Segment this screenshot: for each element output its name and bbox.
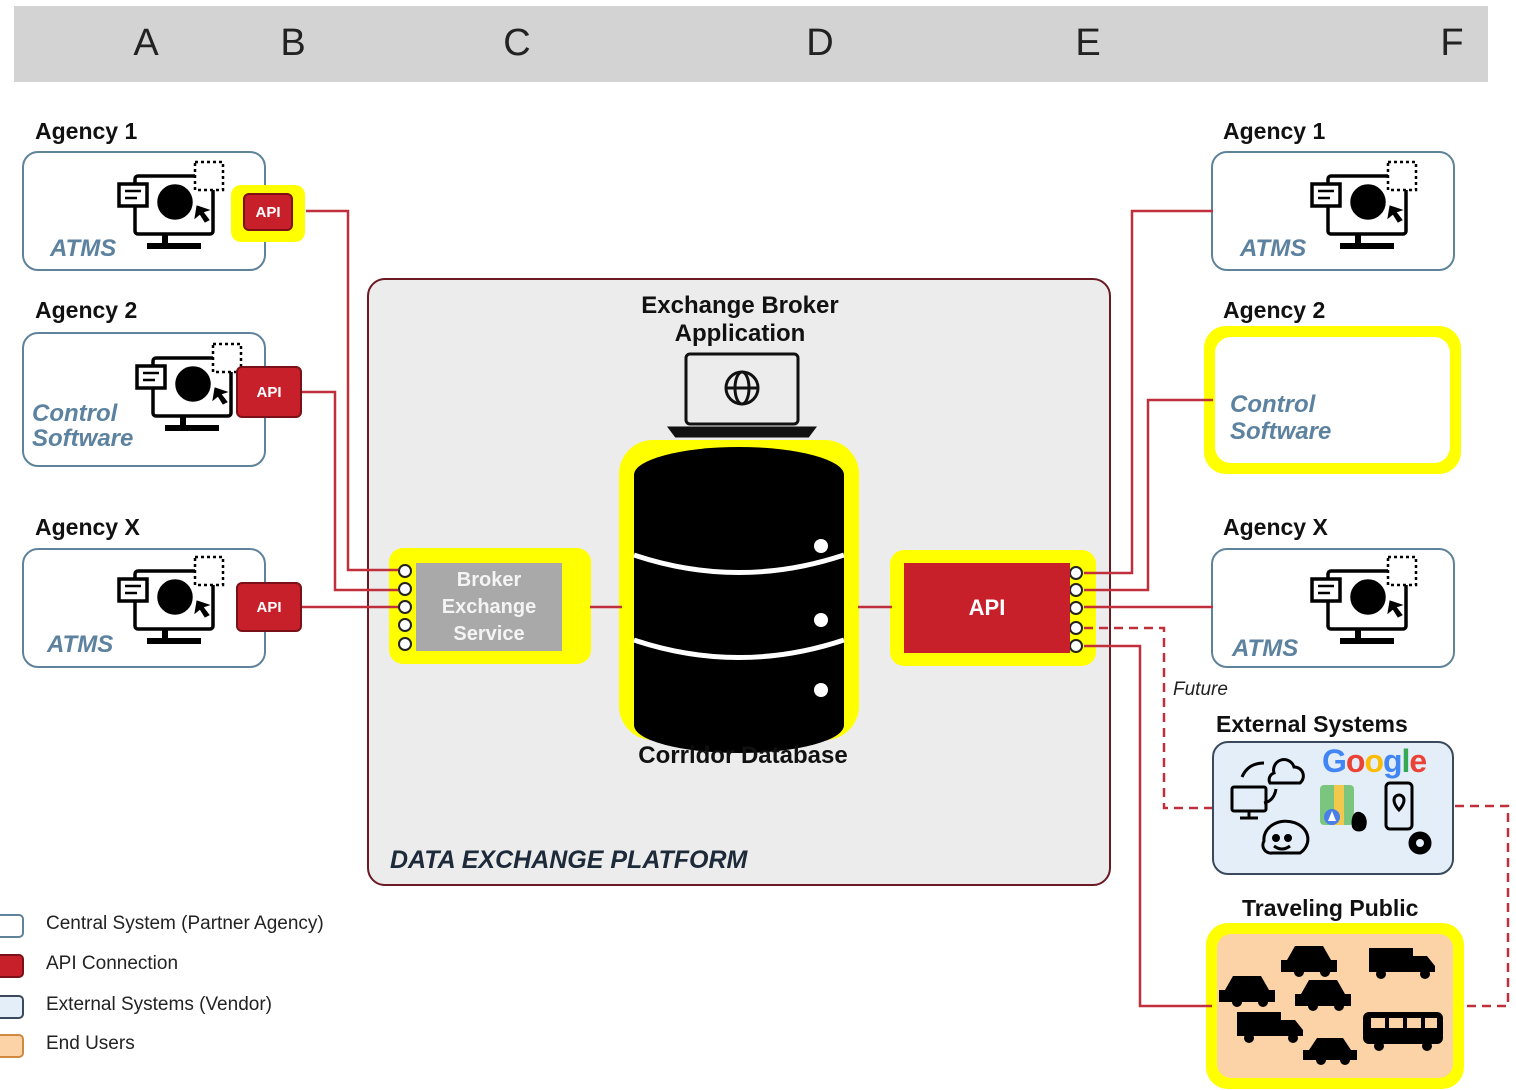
column-a-label: A: [133, 22, 159, 64]
platform-api: API: [904, 563, 1070, 653]
right-agency-1-title: Agency 1: [1223, 118, 1326, 144]
column-e-label: E: [1075, 22, 1101, 64]
monitor-user-icon: [1310, 160, 1418, 249]
port-circle: [1069, 621, 1083, 635]
legend-swatch-api: [0, 954, 24, 978]
port-circle: [398, 618, 412, 632]
line-to-traveling-public: [1084, 644, 1212, 1008]
left-agency-x-system: ATMS: [47, 631, 114, 658]
column-c-label: C: [503, 22, 531, 64]
column-f-label: F: [1440, 22, 1464, 64]
legend-external-label: External Systems (Vendor): [46, 994, 272, 1015]
monitor-user-icon: [117, 160, 225, 249]
vehicles-icon: [1219, 946, 1443, 1065]
left-agency-1-title: Agency 1: [35, 118, 138, 144]
port-circle: [1069, 601, 1083, 615]
cloud-sync-icon: [1230, 758, 1305, 820]
line-left-agency-1: [306, 209, 398, 572]
line-left-agency-2: [302, 390, 398, 592]
right-agency-2-system: Control Software: [1230, 391, 1332, 445]
legend-end-users-label: End Users: [46, 1033, 135, 1054]
external-icons: [1230, 758, 1432, 855]
platform-label: DATA EXCHANGE PLATFORM: [390, 846, 748, 874]
port-circle: [1069, 583, 1083, 597]
left-agency-1-system: ATMS: [50, 235, 117, 262]
left-agency-x-api: API: [236, 582, 302, 632]
left-agency-2-api: API: [236, 366, 302, 418]
maps-icon: [1320, 785, 1367, 832]
future-line-public-loop: [1455, 804, 1510, 1008]
left-agency-2-title: Agency 2: [35, 297, 138, 323]
legend-swatch-end-users: [0, 1034, 24, 1058]
monitor-user-icon: [1310, 555, 1418, 644]
line-to-right-agency-1: [1084, 209, 1213, 575]
right-agency-2-box: [1215, 337, 1450, 463]
google-logo: Google: [1322, 743, 1427, 779]
traveling-public-title: Traveling Public: [1242, 895, 1419, 921]
future-line-external: [1084, 626, 1213, 810]
broker-exchange-service: Broker Exchange Service: [416, 563, 562, 651]
port-circle: [1069, 566, 1083, 580]
left-agency-2-system: Control Software: [32, 400, 134, 452]
column-header-bar: [14, 6, 1488, 82]
column-d-label: D: [806, 22, 834, 64]
port-circle: [398, 564, 412, 578]
left-agency-x-title: Agency X: [35, 514, 140, 540]
laptop-globe-icon: [667, 352, 817, 438]
port-circle: [398, 637, 412, 651]
port-circle: [398, 582, 412, 596]
right-agency-1-system: ATMS: [1240, 235, 1307, 262]
waze-icon: [1261, 819, 1310, 855]
monitor-user-icon: [117, 555, 225, 644]
phone-gear-icon: [1384, 781, 1432, 855]
broker-app-label: Exchange Broker Application: [641, 292, 839, 347]
external-systems-box: Google: [1212, 741, 1454, 875]
right-agency-x-system: ATMS: [1232, 635, 1299, 662]
broker-service-label: Broker Exchange Service: [441, 568, 537, 645]
traveling-public-box: [1217, 934, 1453, 1078]
database-label: Corridor Database: [638, 742, 848, 769]
right-agency-x-title: Agency X: [1223, 514, 1328, 540]
monitor-user-icon: [135, 342, 243, 431]
port-circle: [1069, 639, 1083, 653]
future-label: Future: [1173, 679, 1228, 700]
legend-api-label: API Connection: [46, 953, 179, 974]
port-circle: [398, 600, 412, 614]
legend-central-label: Central System (Partner Agency): [46, 913, 324, 934]
legend-swatch-external: [0, 995, 24, 1019]
left-agency-1-api: API: [243, 193, 293, 231]
line-to-right-agency-2: [1084, 398, 1213, 592]
column-b-label: B: [280, 22, 306, 64]
right-agency-2-title: Agency 2: [1223, 297, 1326, 323]
database-icon: [633, 447, 845, 753]
external-systems-title: External Systems: [1216, 711, 1408, 737]
legend-swatch-central: [0, 914, 24, 938]
